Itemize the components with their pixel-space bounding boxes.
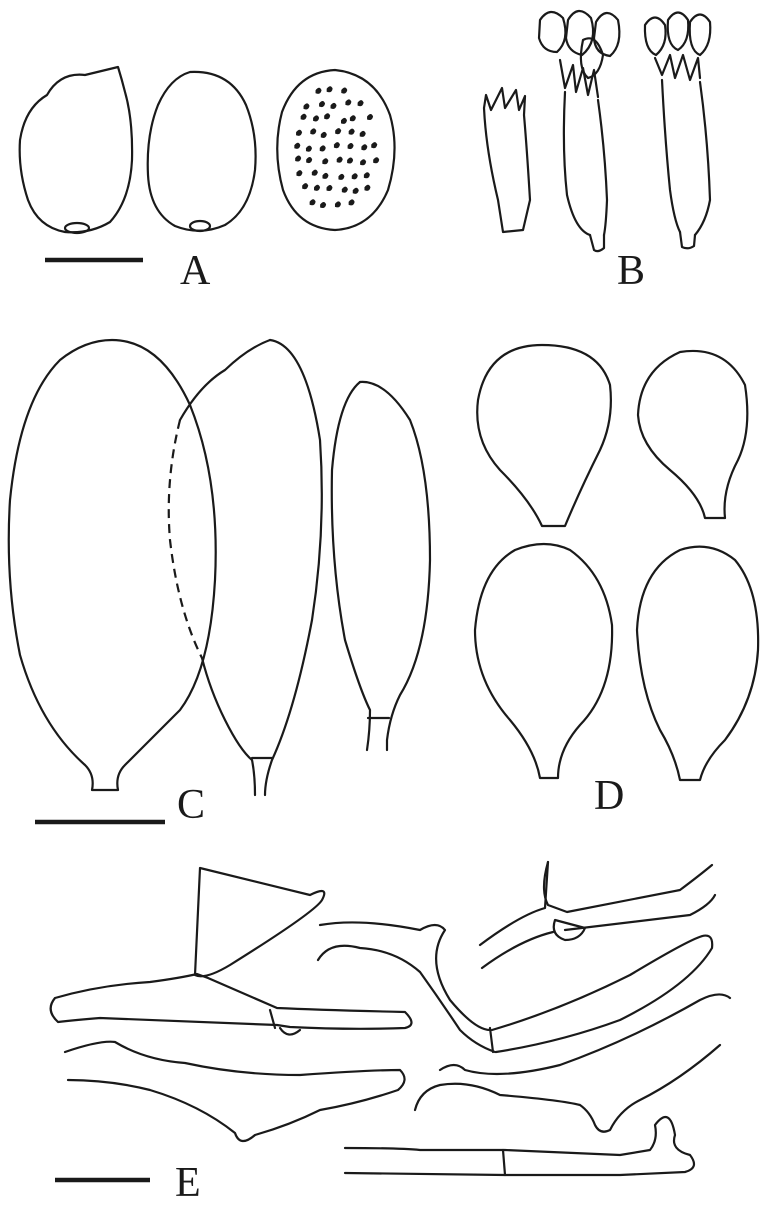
hypha-2 <box>51 974 412 1029</box>
basidium-mature-2 <box>645 13 710 249</box>
spore-wart <box>364 172 370 178</box>
spore-wart <box>342 187 348 193</box>
hypha-5 <box>65 1042 405 1141</box>
spore-wart <box>312 170 318 176</box>
hypha-7 <box>440 994 730 1074</box>
spore-wart <box>296 130 302 136</box>
spore-wart <box>306 146 312 152</box>
spore-wart <box>341 118 347 124</box>
spore-wart <box>310 128 316 134</box>
panel-a-spores <box>20 67 395 233</box>
cystidium-3 <box>360 382 430 750</box>
panel-label-c: C <box>177 784 205 826</box>
spore-wart <box>306 157 312 163</box>
spore-wart <box>371 142 377 148</box>
spore-wart <box>361 144 367 150</box>
cell-d-3 <box>475 544 612 778</box>
spore-wart <box>301 114 307 120</box>
spore-wart <box>347 157 353 163</box>
spore-wart <box>341 88 347 94</box>
spore-wart <box>324 113 330 119</box>
cell-d-1 <box>477 345 611 526</box>
cystidium-2 <box>265 340 322 795</box>
spore-wart <box>322 158 328 164</box>
spore-wart <box>353 188 359 194</box>
spore-wart <box>302 183 308 189</box>
cell-d-2 <box>638 351 747 518</box>
panel-b-basidia <box>484 11 710 251</box>
spore-wart <box>304 103 310 109</box>
spore-wart <box>327 86 333 92</box>
basidium-mature-1 <box>539 11 619 251</box>
panel-label-e: E <box>175 1162 201 1204</box>
panel-d-cells <box>475 345 758 780</box>
spore-wart <box>316 88 322 94</box>
spore-wart <box>348 143 354 149</box>
spore-warts <box>294 86 379 208</box>
hypha-3 <box>320 922 490 1030</box>
spore-wart <box>360 159 366 165</box>
hypha-6 <box>480 862 548 945</box>
spore-wart <box>331 103 337 109</box>
spore-wart <box>358 100 364 106</box>
spore-wart <box>296 170 302 176</box>
spore-wart <box>295 155 301 161</box>
spore-wart <box>322 173 328 179</box>
spore-wart <box>345 99 351 105</box>
spore-wart <box>294 143 300 149</box>
panel-label-b: B <box>617 250 645 292</box>
spore-wart <box>314 185 320 191</box>
panel-c-cystidia <box>9 340 430 795</box>
spore-wart <box>338 174 344 180</box>
spore-wart <box>352 173 358 179</box>
cystidium-1 <box>9 340 216 790</box>
spore-wart <box>320 202 326 208</box>
spore-wart <box>367 114 373 120</box>
hypha-8 <box>345 1117 694 1175</box>
spore-wart <box>364 185 370 191</box>
spore-wart <box>320 145 326 151</box>
spore-wart <box>349 199 355 205</box>
spore-wart <box>349 129 355 135</box>
spore-wart <box>335 201 341 207</box>
spore-apiculus-2 <box>190 221 210 231</box>
spore-wart <box>310 199 316 205</box>
spore-wart <box>360 131 366 137</box>
spore-wart <box>313 115 319 121</box>
spore-outline-1 <box>20 67 132 232</box>
hypha-4 <box>492 936 712 1052</box>
cell-d-4 <box>637 547 758 780</box>
panel-label-d: D <box>594 775 624 817</box>
spore-wart <box>319 101 325 107</box>
spore-wart <box>373 157 379 163</box>
spore-wart <box>350 115 356 121</box>
spore-outline-2 <box>148 72 256 231</box>
panel-label-a: A <box>180 250 210 292</box>
spore-wart <box>321 132 327 138</box>
panel-e-hyphae <box>51 862 730 1175</box>
basidium-immature <box>484 88 530 232</box>
hypha-1 <box>195 868 324 976</box>
spore-wart <box>327 185 333 191</box>
spore-wart <box>335 128 341 134</box>
spore-wart <box>337 157 343 163</box>
spore-wart <box>334 142 340 148</box>
